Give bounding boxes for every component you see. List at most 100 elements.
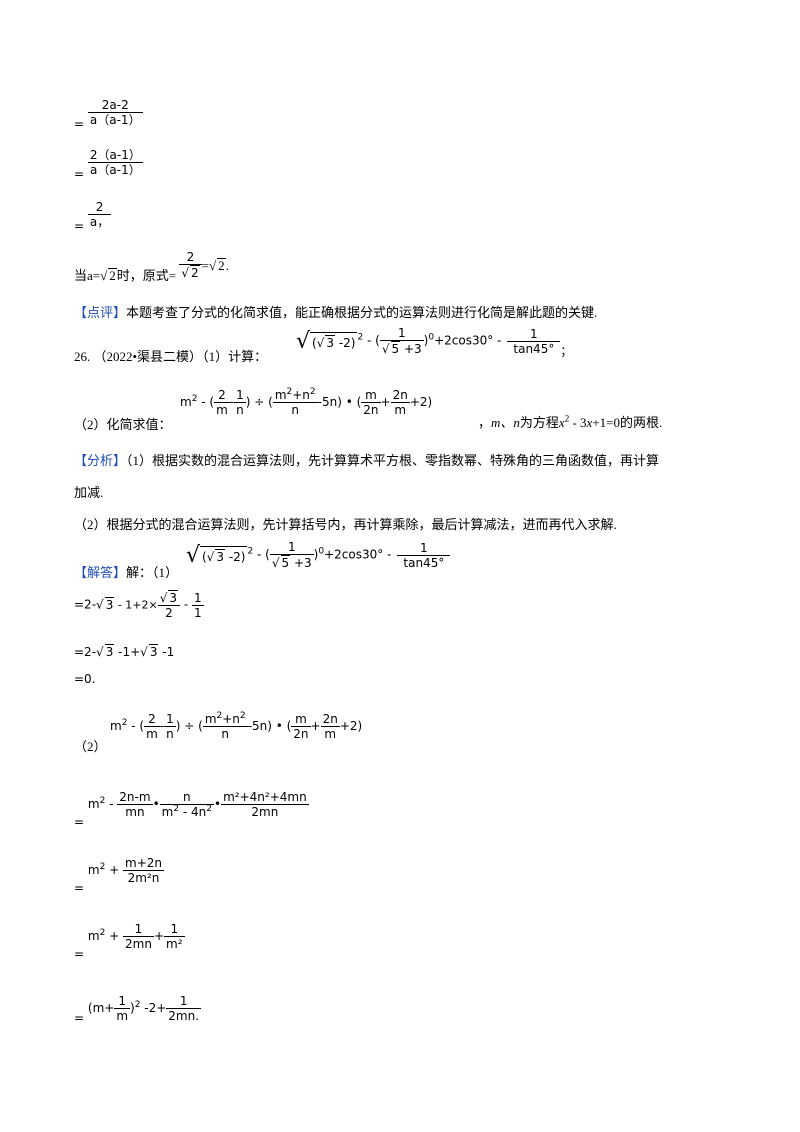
r1-minus: - bbox=[105, 797, 118, 811]
expr1-frac1-num: 1 bbox=[379, 326, 424, 341]
r1-eq: = bbox=[74, 815, 85, 829]
step2: = 2（a-1） a（a-1） bbox=[74, 148, 143, 181]
r4-rest: -2+ bbox=[140, 1001, 167, 1015]
analysis-line1: 【分析】（1）根据实数的混合运算法则，先计算算术平方根、零指数幂、特殊角的三角函… bbox=[74, 450, 659, 469]
sol2-plus: + bbox=[310, 719, 321, 733]
r4-f-num: 1 bbox=[114, 994, 131, 1009]
sol2-c-num-m: m bbox=[204, 712, 217, 726]
solution-s2: =2-√3 -1+√3 -1 bbox=[74, 644, 175, 659]
expr2-a-num: 2 bbox=[214, 388, 230, 403]
step3-den: a， bbox=[89, 215, 110, 229]
substitution-line: 当a=√2时，原式= 2 √2 =√2. bbox=[74, 250, 229, 283]
s2-end: -1 bbox=[158, 645, 175, 659]
expr2-d-num: m bbox=[361, 388, 381, 403]
analysis-text1: （1）根据实数的混合运算法则，先计算算术平方根、零指数幂、特殊角的三角函数值，再… bbox=[126, 453, 660, 468]
expr2-dash: - bbox=[229, 395, 235, 409]
sol-frac1-den-rest: +3 bbox=[290, 556, 312, 570]
expr1-minus: - ( bbox=[363, 333, 380, 348]
sub-frac-den: √2 bbox=[181, 265, 200, 280]
q26-number: 26. bbox=[74, 349, 91, 364]
r1-sq: 2 bbox=[99, 796, 106, 806]
sol-sq: 2 bbox=[247, 546, 254, 557]
sol2-c-num: m2+n2 bbox=[202, 712, 248, 727]
r1-b-den-sq1: 2 bbox=[173, 804, 180, 814]
analysis-line2: （2）根据分式的混合运算法则，先计算括号内，再计算乘除，最后计算减法，进而再代入… bbox=[74, 514, 617, 533]
r4-eq: = bbox=[74, 1011, 85, 1025]
expr1-radicand: (√3 -2) bbox=[310, 332, 358, 350]
expr1-frac2-num: 1 bbox=[507, 327, 561, 342]
expr2-c-sq1: 2 bbox=[286, 387, 293, 397]
expr2-a-den: m bbox=[216, 403, 228, 417]
sol-open: ( bbox=[202, 550, 207, 564]
r4-close: ) bbox=[130, 1001, 135, 1015]
expr2-minus-open: - ( bbox=[197, 395, 215, 409]
sol-frac2-den: tan45° bbox=[403, 555, 445, 570]
expr2-m: m bbox=[180, 395, 192, 409]
r2-m: m bbox=[87, 863, 100, 877]
step2-den: a（a-1） bbox=[90, 163, 141, 177]
expr2-b-num: 1 bbox=[234, 388, 246, 403]
s2-eq: =2- bbox=[74, 645, 97, 659]
expr1-frac1-den-rest: +3 bbox=[400, 342, 422, 356]
expr2-plus: + bbox=[380, 395, 391, 409]
sub-prefix: 当a= bbox=[74, 267, 101, 283]
sol2-dash: - bbox=[159, 719, 165, 733]
sub-frac-den-value: 2 bbox=[190, 265, 200, 280]
r1-m: m bbox=[87, 797, 100, 811]
s3-text: =0. bbox=[74, 672, 96, 686]
expr2-minus5n: -5n) • ( bbox=[317, 395, 362, 409]
r3-plus: + bbox=[105, 929, 124, 943]
step1-den: a（a-1） bbox=[89, 113, 141, 127]
step2-num: 2（a-1） bbox=[87, 148, 143, 163]
r1-b-den-rest: - 4n bbox=[179, 805, 207, 819]
sol-zero: 0 bbox=[318, 546, 325, 557]
sol2-close-div: ) ÷ ( bbox=[175, 719, 203, 733]
step2-fraction: 2（a-1） a（a-1） bbox=[87, 148, 143, 177]
sub-mid: 时，原式= bbox=[116, 267, 177, 283]
step1-fraction: 2a-2 a（a-1） bbox=[87, 98, 143, 127]
cond-mid: 为方程 bbox=[519, 415, 559, 430]
sub-eq: = bbox=[201, 257, 209, 273]
r1-a-den: mn bbox=[125, 805, 145, 819]
r3-b-den: m² bbox=[166, 937, 183, 951]
comment: 【点评】本题考查了分式的化简求值，能正确根据分式的运算法则进行化简是解此题的关键… bbox=[74, 302, 597, 321]
r2-den: 2m²n bbox=[127, 871, 160, 885]
r3-a-num: 1 bbox=[123, 922, 154, 937]
r1-b-num: n bbox=[159, 790, 215, 805]
expr2-e-den: m bbox=[394, 403, 407, 417]
sub-end: . bbox=[225, 257, 229, 273]
q26-part2-label: （2）化简求值： bbox=[74, 417, 172, 432]
sol2-b-num: 1 bbox=[164, 712, 176, 727]
sol2-c-plus: +n bbox=[222, 712, 240, 726]
cond-x-b: x bbox=[586, 415, 593, 430]
sub-root-value: 2 bbox=[108, 267, 117, 283]
q26-part1-label: （1）计算： bbox=[202, 349, 268, 364]
sol2-plus2: +2) bbox=[339, 719, 363, 733]
r3-a-den: 2mn bbox=[125, 937, 152, 951]
sol-plus-cos: +2cos30° - bbox=[324, 547, 392, 562]
sol2-a-num: 2 bbox=[144, 712, 160, 727]
expr1-inner-rest: -2) bbox=[335, 336, 356, 350]
solution-intro-text: 解：（1） bbox=[126, 565, 179, 580]
expr2-close-div: ) ÷ ( bbox=[245, 395, 273, 409]
sol2-m: m bbox=[110, 719, 122, 733]
comment-tag: 【点评】 bbox=[74, 305, 127, 320]
p2-label: （2） bbox=[74, 739, 107, 754]
expr1-frac2-den: tan45° bbox=[513, 341, 555, 356]
expr2-c-den: n bbox=[291, 403, 300, 417]
sol-frac1-num: 1 bbox=[269, 540, 314, 555]
sol-frac1-den-rad: 5 bbox=[280, 555, 291, 570]
sol2-d-num: m bbox=[291, 712, 311, 727]
